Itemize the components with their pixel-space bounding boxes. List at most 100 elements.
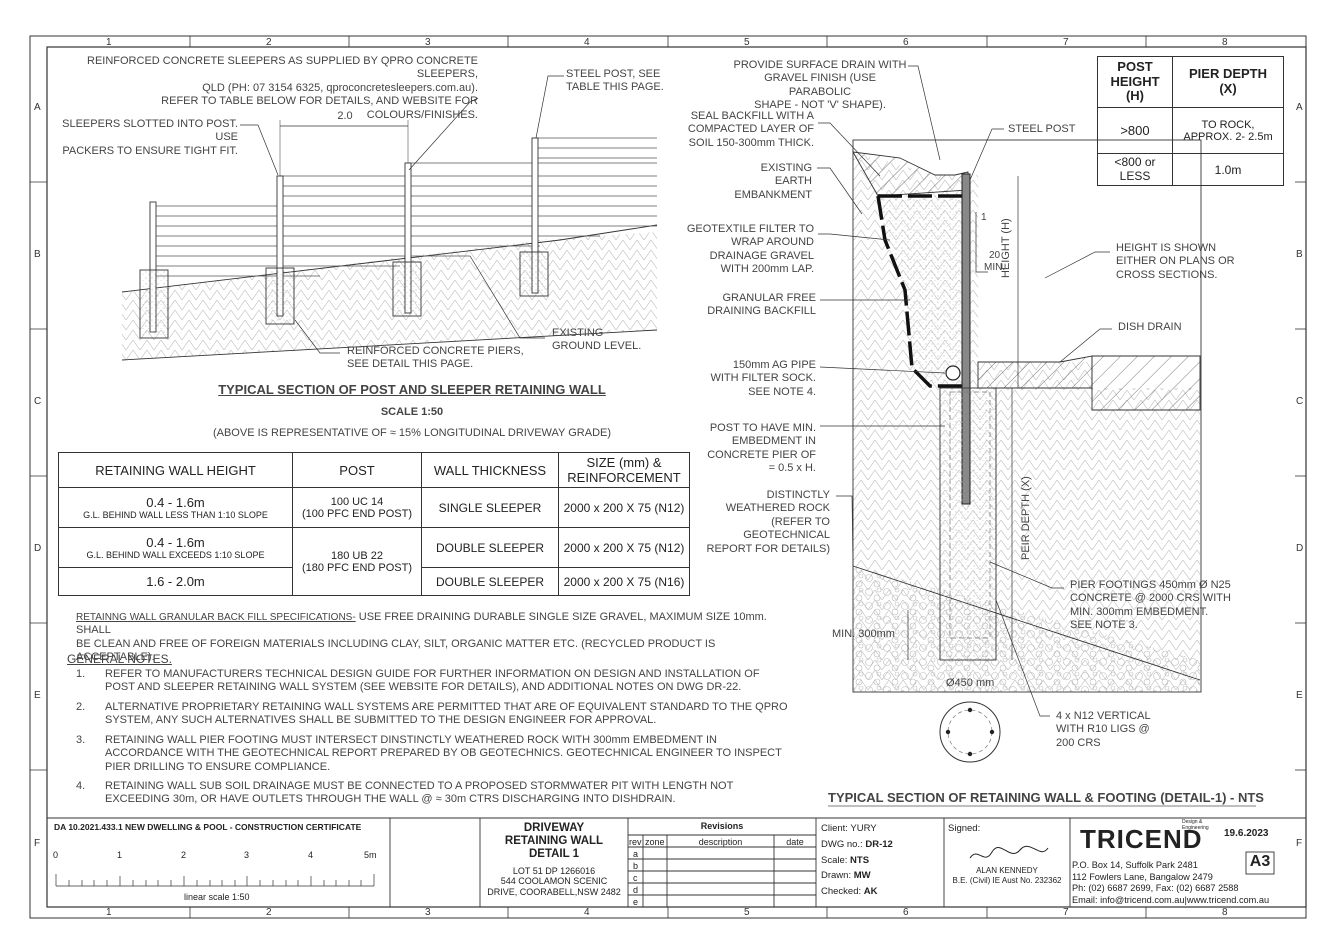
retaining-wall-section — [817, 65, 1202, 763]
row-post: 180 UB 22 (180 PFC END POST) — [292, 527, 422, 596]
rev-header-date: date — [786, 837, 804, 847]
scale-row: Scale: NTS — [821, 855, 870, 866]
dim-pier-depth: PEIR DEPTH (X) — [1020, 476, 1032, 560]
header-post: POST — [292, 452, 422, 488]
cell-pier-depth: 1.0m — [1172, 153, 1284, 186]
grid-row-b-left: B — [34, 249, 41, 260]
rev-header-description: description — [698, 837, 743, 847]
callout-granular: GRANULAR FREE DRAINING BACKFILL — [707, 292, 816, 318]
table-row: <800 or LESS 1.0m — [1097, 153, 1284, 186]
dwg-value: DR-12 — [865, 839, 893, 850]
grid-col-7-bottom: 7 — [1063, 907, 1069, 918]
post-sleeper-elevation — [121, 75, 658, 361]
row-thickness: DOUBLE SLEEPER — [421, 527, 559, 568]
left-section-scale: SCALE 1:50 — [380, 406, 444, 418]
cell-post-height: >800 — [1097, 107, 1173, 154]
left-section-subnote: (ABOVE IS REPRESENTATIVE OF ≈ 15% LONGIT… — [212, 427, 612, 439]
general-note-1: 1. — [76, 668, 86, 680]
grid-col-5-bottom: 5 — [744, 907, 750, 918]
general-note-1-text: REFER TO MANUFACTURERS TECHNICAL DESIGN … — [105, 668, 760, 694]
inner-border — [46, 46, 1307, 908]
general-note-3: 3. — [76, 734, 86, 746]
engineer-details: ALAN KENNEDY B.E. (Civil) IE Aust No. 23… — [952, 866, 1062, 885]
scale-tick-2: 2 — [181, 850, 187, 860]
grid-row-a-right: A — [1296, 102, 1303, 113]
right-section-title: TYPICAL SECTION OF RETAINING WALL & FOOT… — [828, 790, 1264, 805]
grid-col-2-top: 2 — [266, 37, 272, 48]
grid-row-b-right: B — [1296, 249, 1303, 260]
row-post: 100 UC 14 (100 PFC END POST) — [292, 487, 422, 528]
title-block-frame — [47, 817, 1306, 907]
scale-tick-4: 4 — [308, 850, 314, 860]
callout-pier-footings: PIER FOOTINGS 450mm Ø N25 CONCRETE @ 200… — [1070, 579, 1231, 632]
general-note-2: 2. — [76, 701, 86, 713]
issue-date: 19.6.2023 — [1224, 828, 1269, 839]
grid-col-3-top: 3 — [425, 37, 431, 48]
row-height: 1.6 - 2.0m — [58, 567, 293, 596]
grid-col-3-bottom: 3 — [425, 907, 431, 918]
left-section-title: TYPICAL SECTION OF POST AND SLEEPER RETA… — [218, 382, 606, 397]
pier-depth-table: POST HEIGHT (H) PIER DEPTH (X) >800 TO R… — [1097, 56, 1284, 186]
backfill-spec: RETAINNG WALL GRANULAR BACK FILL SPECIFI… — [76, 611, 776, 665]
callout-weathered-rock: DISTINCTLY WEATHERED ROCK (REFER TO GEOT… — [706, 489, 830, 555]
grid-row-c-right: C — [1296, 396, 1304, 407]
grid-col-6-bottom: 6 — [903, 907, 909, 918]
callout-sleepers: REINFORCED CONCRETE SLEEPERS AS SUPPLIED… — [87, 55, 478, 121]
company-contact: P.O. Box 14, Suffolk Park 2481 112 Fowle… — [1072, 860, 1270, 905]
cell-pier-depth: TO ROCK, APPROX. 2- 2.5m — [1172, 107, 1284, 154]
callout-piers: REINFORCED CONCRETE PIERS, SEE DETAIL TH… — [347, 345, 524, 371]
callout-reinforcement: 4 x N12 VERTICAL WITH R10 LIGS @ 200 CRS — [1056, 710, 1151, 749]
grid-row-f-left: F — [34, 838, 41, 849]
grid-col-2-bottom: 2 — [266, 907, 272, 918]
callout-existing-ground: EXISTING GROUND LEVEL. — [552, 327, 642, 353]
scale-tick-5: 5m — [364, 850, 377, 860]
signature-mark — [969, 845, 1049, 859]
callout-existing-embankment: EXISTING EARTH EMBANKMENT — [734, 162, 812, 201]
header-height: RETAINING WALL HEIGHT — [58, 452, 293, 488]
logo-tagline: Design & Engineering — [1182, 819, 1209, 831]
rev-a: a — [633, 849, 639, 859]
grid-row-f-right: F — [1296, 838, 1303, 849]
rev-b: b — [633, 861, 639, 871]
scale-value: NTS — [850, 855, 870, 866]
slope-rise: 1 — [981, 212, 987, 223]
table-row: 1.6 - 2.0m DOUBLE SLEEPER 2000 x 200 X 7… — [58, 567, 690, 596]
general-note-2-text: ALTERNATIVE PROPRIETARY RETAINING WALL S… — [105, 701, 788, 727]
grid-col-6-top: 6 — [903, 37, 909, 48]
checked-row: Checked: AK — [821, 886, 878, 897]
grid-row-a-left: A — [34, 102, 41, 113]
grid-col-1-top: 1 — [106, 37, 112, 48]
client-row: Client: YURY — [821, 823, 877, 834]
callout-geotextile: GEOTEXTILE FILTER TO WRAP AROUND DRAINAG… — [686, 223, 814, 276]
drawn-row: Drawn: MW — [821, 870, 871, 881]
grid-row-e-right: E — [1296, 690, 1303, 701]
row-size: 2000 x 200 X 75 (N16) — [558, 567, 690, 596]
grid-col-5-top: 5 — [744, 37, 750, 48]
grid-ticks — [30, 36, 1306, 918]
callout-dish-drain: DISH DRAIN — [1118, 321, 1182, 333]
scale-label: linear scale 1:50 — [184, 892, 250, 902]
dim-min-300: MIN. 300mm — [832, 628, 895, 640]
drawn-value: MW — [853, 870, 871, 881]
dim-dia-450: Ø450 mm — [946, 677, 995, 689]
general-note-4: 4. — [76, 780, 86, 792]
site-address: LOT 51 DP 1266016 544 COOLAMON SCENIC DR… — [487, 866, 621, 897]
rev-c: c — [633, 873, 638, 883]
table-row: >800 TO ROCK, APPROX. 2- 2.5m — [1097, 107, 1284, 154]
signed-label: Signed: — [948, 823, 981, 834]
header-pier-depth: PIER DEPTH (X) — [1172, 56, 1284, 108]
da-reference: DA 10.2021.433.1 NEW DWELLING & POOL - C… — [54, 822, 362, 832]
scale-tick-0: 0 — [53, 850, 59, 860]
general-notes-heading: GENERAL NOTES. — [67, 652, 172, 666]
grid-row-d-left: D — [34, 543, 42, 554]
dim-height-h: HEIGHT (H) — [1000, 218, 1012, 278]
grid-row-d-right: D — [1296, 543, 1304, 554]
general-note-3-text: RETAINING WALL PIER FOOTING MUST INTERSE… — [105, 734, 782, 773]
grid-col-8-bottom: 8 — [1222, 907, 1228, 918]
rev-header-zone: zone — [645, 837, 665, 847]
revisions-heading: Revisions — [700, 821, 744, 831]
grid-col-7-top: 7 — [1063, 37, 1069, 48]
